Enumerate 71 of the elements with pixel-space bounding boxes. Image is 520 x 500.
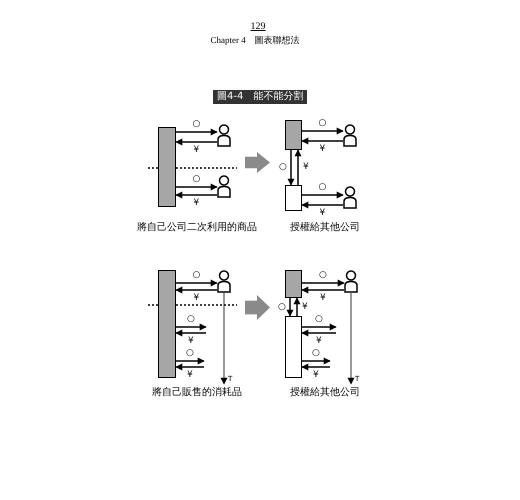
arrow <box>175 192 217 198</box>
edge-label: ¥ <box>320 294 326 302</box>
edge-label: ○ <box>315 314 323 324</box>
product-bar <box>285 120 302 150</box>
block-arrow <box>245 295 270 320</box>
timeline-arrow <box>220 292 228 385</box>
arrow <box>302 280 345 286</box>
page-number: 129 <box>250 22 266 32</box>
arrow <box>302 192 344 198</box>
edge-label: ¥ <box>303 163 309 172</box>
product-bar <box>158 127 176 207</box>
edge-label: ¥ <box>188 336 194 346</box>
person-icon <box>217 175 231 198</box>
edge-label: ○ <box>192 174 200 184</box>
arrow <box>175 286 217 294</box>
product-bar <box>158 270 176 378</box>
product-bar <box>285 270 302 298</box>
panel-caption: 將自己販售的消耗品 <box>152 388 242 398</box>
edge-label: ○ <box>187 314 195 324</box>
chapter-heading: Chapter 4 圖表聯想法 <box>210 36 300 44</box>
edge-label: ○ <box>318 118 326 128</box>
edge-label: ○ <box>318 182 326 192</box>
arrow <box>288 150 294 186</box>
edge-label: ○ <box>278 302 286 312</box>
edge-label: ¥ <box>313 370 319 380</box>
edge-label: ¥ <box>302 302 308 312</box>
arrow <box>176 324 207 330</box>
person-icon <box>217 124 231 147</box>
arrow <box>175 364 204 370</box>
timeline-arrow <box>348 292 354 385</box>
arrow <box>294 297 300 316</box>
arrow <box>175 330 206 336</box>
arrow <box>302 324 337 330</box>
edge-label: ¥ <box>316 336 322 346</box>
figure-title: 圖4-4 能不能分割 <box>213 90 308 104</box>
arrow <box>301 202 343 208</box>
edge-label: ○ <box>319 270 327 280</box>
person-icon <box>344 270 358 293</box>
edge-label: ○ <box>192 270 200 280</box>
arrow <box>176 184 218 190</box>
panel-caption: 將自己公司二次利用的商品 <box>137 223 257 233</box>
block-arrow <box>245 152 270 173</box>
edge-label: ○ <box>312 348 320 358</box>
arrow <box>176 280 218 286</box>
edge-label: ○ <box>186 348 194 358</box>
arrow <box>286 298 294 317</box>
edge-label: ¥ <box>194 198 200 208</box>
arrow <box>175 138 217 146</box>
product-bar <box>285 185 302 211</box>
arrow <box>302 128 344 134</box>
arrow <box>301 286 344 294</box>
panel-caption: 授權給其他公司 <box>290 223 360 233</box>
arrow <box>301 330 336 336</box>
product-bar <box>285 316 302 378</box>
person-icon <box>343 124 357 147</box>
edge-label: ○ <box>279 163 287 172</box>
arrow <box>294 149 302 185</box>
panel-caption: 授權給其他公司 <box>290 388 360 398</box>
edge-label: ¥ <box>320 144 326 154</box>
edge-label: ¥ <box>320 208 326 218</box>
edge-label: ¥ <box>194 146 200 154</box>
arrow <box>301 138 343 144</box>
arrow <box>302 358 331 364</box>
edge-label: ¥ <box>187 370 193 380</box>
person-icon <box>343 186 357 209</box>
edge-label: ¥ <box>194 294 200 302</box>
edge-label: ○ <box>192 120 200 128</box>
arrow <box>176 128 218 136</box>
arrow <box>176 358 205 364</box>
arrow <box>301 364 330 370</box>
person-icon <box>217 270 231 293</box>
